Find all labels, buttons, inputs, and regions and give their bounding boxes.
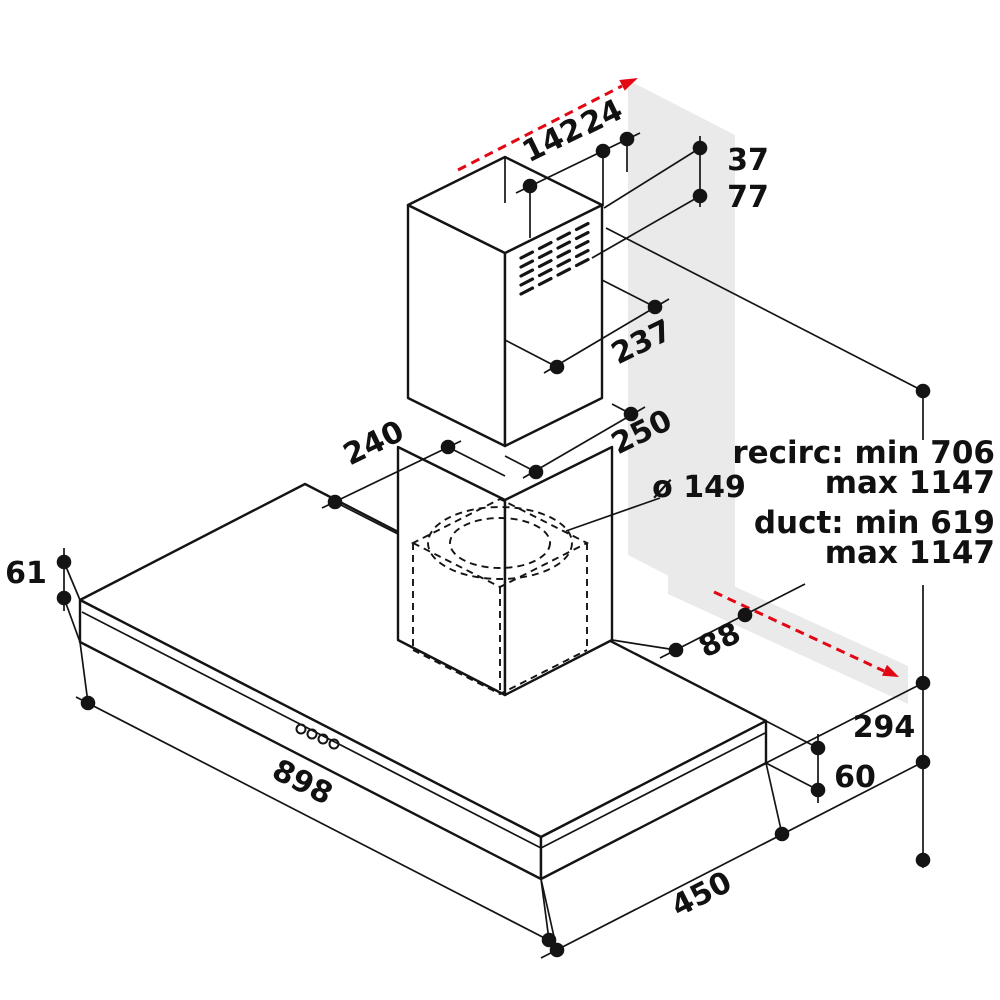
red-arrow-top <box>457 78 638 172</box>
floor-band <box>668 556 908 704</box>
duct-circle-inner <box>449 517 551 569</box>
dim-label-37: 37 <box>727 143 769 178</box>
note-recirc-max: max 1147 <box>825 465 995 501</box>
chimney-top-opening <box>406 155 604 255</box>
red-arrow-bottom <box>713 590 899 677</box>
control-buttons <box>295 723 340 750</box>
dim-label-77: 77 <box>727 180 769 215</box>
dimension-lines <box>63 132 924 959</box>
height-notes: recirc: min 706 max 1147 duct: min 619 m… <box>732 435 995 571</box>
red-arrowhead-bottom <box>882 664 899 677</box>
hood-canopy <box>78 482 768 881</box>
note-duct-max: max 1147 <box>825 535 995 571</box>
dim-label-450: 450 <box>666 865 738 925</box>
duct-outlet-dashed <box>410 497 590 696</box>
dimension-dots <box>56 131 931 958</box>
dim-label-149: ø 149 <box>652 470 746 505</box>
wall-band <box>628 80 735 610</box>
red-arrowhead-top <box>619 78 638 91</box>
dim-label-60: 60 <box>834 760 876 795</box>
chimney-upper <box>406 155 604 448</box>
dim-label-61: 61 <box>5 556 47 591</box>
dim-label-294: 294 <box>853 710 916 745</box>
wall-shade <box>628 80 908 704</box>
note-recirc-min: recirc: min 706 <box>732 435 995 471</box>
vent-louvers-icon <box>519 222 590 296</box>
duct-circle-outer <box>427 506 573 580</box>
note-duct-min: duct: min 619 <box>754 505 995 541</box>
